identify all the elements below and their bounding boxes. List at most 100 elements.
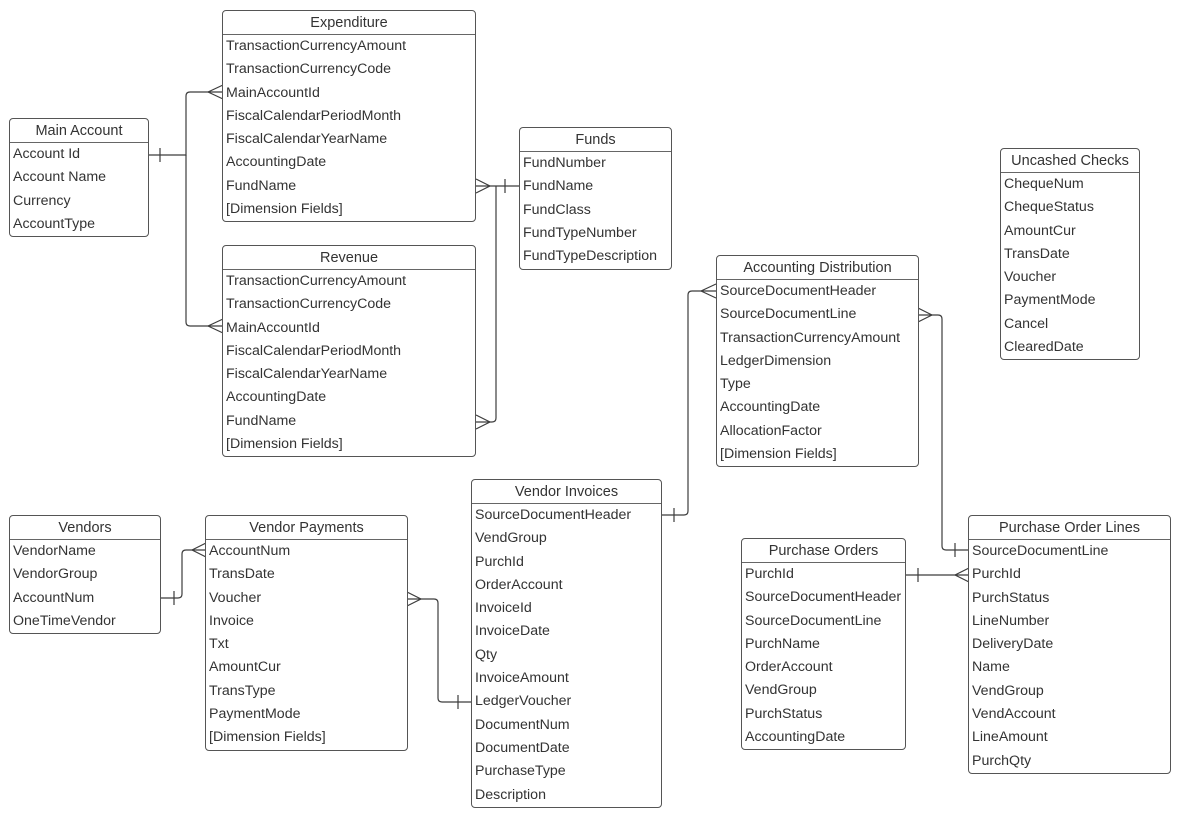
field-row: FundClass — [523, 201, 591, 218]
field-list: FundNumber FundName FundClass FundTypeNu… — [520, 152, 671, 268]
field-row: FundName — [523, 178, 594, 195]
field-row: TransactionCurrencyAmount — [226, 273, 407, 289]
field-row: TransDate — [1004, 245, 1070, 262]
entity-title: Uncashed Checks — [1001, 149, 1139, 173]
field-row: TransDate — [209, 566, 275, 583]
field-row: InvoiceAmount — [475, 670, 569, 687]
field-row: InvoiceId — [475, 600, 532, 617]
field-row: [Dimension Fields] — [209, 729, 326, 746]
entity-expenditure[interactable]: Expenditure TransactionCurrencyAmount Tr… — [222, 10, 476, 222]
field-row: LineNumber — [972, 612, 1050, 629]
field-row: SourceDocumentHeader — [475, 507, 632, 523]
link-invoices-accountingdistribution — [662, 283, 717, 522]
field-row: TransactionCurrencyAmount — [226, 38, 407, 54]
field-row: DeliveryDate — [972, 636, 1054, 653]
link-payments-invoices — [406, 591, 472, 709]
field-list: PurchId SourceDocumentHeader SourceDocum… — [742, 563, 905, 749]
field-row: Cancel — [1004, 315, 1049, 332]
field-row: PurchQty — [972, 752, 1032, 769]
entity-revenue[interactable]: Revenue TransactionCurrencyAmount Transa… — [222, 245, 476, 457]
field-row: Qty — [475, 646, 498, 663]
field-row: SourceDocumentLine — [720, 306, 857, 323]
field-row: Name — [972, 659, 1010, 676]
entity-title: Vendor Invoices — [472, 480, 661, 504]
field-row: Invoice — [209, 612, 254, 629]
entity-vendor-payments[interactable]: Vendor Payments AccountNum TransDate Vou… — [205, 515, 408, 751]
field-row: VendorGroup — [13, 566, 98, 583]
field-row: SourceDocumentHeader — [745, 589, 902, 606]
entity-title: Purchase Order Lines — [969, 516, 1170, 540]
field-list: SourceDocumentHeader SourceDocumentLine … — [717, 280, 918, 466]
link-vendors-payments — [161, 542, 207, 605]
field-row: FiscalCalendarPeriodMonth — [226, 107, 402, 124]
field-row: AccountNum — [13, 589, 95, 606]
field-row: TransactionCurrencyCode — [226, 61, 392, 78]
field-list: ChequeNum ChequeStatus AmountCur TransDa… — [1001, 173, 1139, 359]
entity-title: Purchase Orders — [742, 539, 905, 563]
entity-purchase-orders[interactable]: Purchase Orders PurchId SourceDocumentHe… — [741, 538, 906, 750]
field-row: PurchStatus — [972, 589, 1050, 606]
entity-title: Funds — [520, 128, 671, 152]
field-row: FundName — [226, 412, 297, 429]
field-row: Txt — [209, 636, 229, 653]
entity-title: Vendors — [10, 516, 160, 540]
field-list: Account Id Account Name Currency Account… — [10, 143, 148, 236]
entity-vendors[interactable]: Vendors VendorName VendorGroup AccountNu… — [9, 515, 161, 634]
field-row: [Dimension Fields] — [720, 446, 837, 463]
field-row: AccountingDate — [745, 729, 846, 746]
field-row: AmountCur — [209, 659, 281, 676]
entity-main-account[interactable]: Main Account Account Id Account Name Cur… — [9, 118, 149, 237]
entity-funds[interactable]: Funds FundNumber FundName FundClass Fund… — [519, 127, 672, 270]
field-row: VendGroup — [972, 682, 1044, 699]
entity-title: Revenue — [223, 246, 475, 270]
link-mainaccount-expenditure-revenue — [148, 84, 224, 334]
field-row: [Dimension Fields] — [226, 436, 343, 453]
field-list: TransactionCurrencyAmount TransactionCur… — [223, 270, 475, 456]
field-row: ChequeNum — [1004, 176, 1084, 192]
entity-uncashed-checks[interactable]: Uncashed Checks ChequeNum ChequeStatus A… — [1000, 148, 1140, 360]
entity-accounting-distribution[interactable]: Accounting Distribution SourceDocumentHe… — [716, 255, 919, 467]
field-row: VendGroup — [745, 682, 817, 699]
field-row: AccountingDate — [226, 154, 327, 171]
field-row: Account Name — [13, 169, 107, 186]
link-funds-expenditure-revenue — [475, 178, 520, 430]
field-row: LedgerVoucher — [475, 693, 572, 710]
link-accountingdistribution-polines — [917, 307, 969, 557]
entity-purchase-order-lines[interactable]: Purchase Order Lines SourceDocumentLine … — [968, 515, 1171, 774]
field-row: VendorName — [13, 543, 96, 559]
field-row: SourceDocumentLine — [972, 543, 1109, 559]
field-list: TransactionCurrencyAmount TransactionCur… — [223, 35, 475, 221]
field-row: OneTimeVendor — [13, 612, 116, 629]
field-row: AmountCur — [1004, 222, 1076, 239]
field-row: FundNumber — [523, 155, 606, 171]
field-row: LineAmount — [972, 729, 1048, 746]
field-row: Type — [720, 376, 751, 393]
field-row: PurchaseType — [475, 763, 566, 780]
entity-title: Accounting Distribution — [717, 256, 918, 280]
field-row: Account Id — [13, 146, 81, 162]
field-row: Voucher — [1004, 269, 1057, 286]
entity-vendor-invoices[interactable]: Vendor Invoices SourceDocumentHeader Ven… — [471, 479, 662, 808]
field-row: PurchId — [972, 566, 1021, 583]
field-list: VendorName VendorGroup AccountNum OneTim… — [10, 540, 160, 633]
entity-title: Main Account — [10, 119, 148, 143]
field-row: DocumentNum — [475, 716, 570, 733]
field-row: TransType — [209, 682, 276, 699]
entity-title: Vendor Payments — [206, 516, 407, 540]
link-purchaseorders-polines — [906, 567, 970, 583]
field-row: Voucher — [209, 589, 262, 606]
field-row: PurchId — [475, 553, 524, 570]
field-row: OrderAccount — [745, 659, 833, 676]
field-row: FundTypeDescription — [523, 248, 658, 265]
field-row: FiscalCalendarYearName — [226, 366, 388, 383]
field-row: InvoiceDate — [475, 623, 550, 640]
field-row: FiscalCalendarPeriodMonth — [226, 342, 402, 359]
field-row: PurchId — [745, 566, 794, 582]
field-row: AccountingDate — [226, 389, 327, 406]
field-row: OrderAccount — [475, 576, 563, 593]
field-row: Description — [475, 786, 546, 803]
field-row: PurchStatus — [745, 705, 823, 722]
field-row: PurchName — [745, 635, 820, 652]
